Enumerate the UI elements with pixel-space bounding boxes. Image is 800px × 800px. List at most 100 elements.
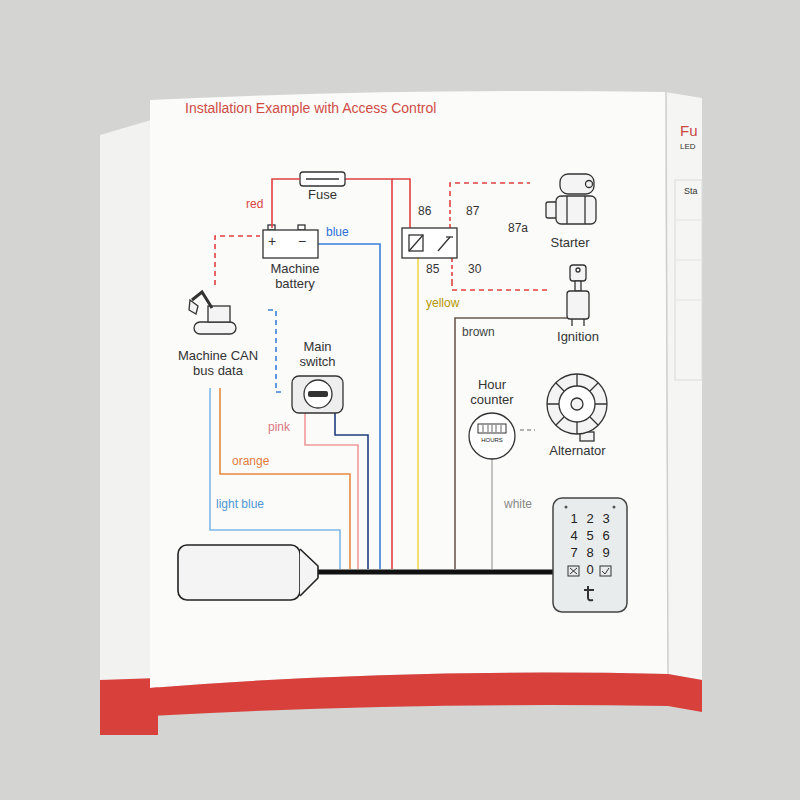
yellow-wire (417, 258, 419, 569)
battery-drawing (263, 225, 318, 258)
wire-connector (215, 236, 260, 285)
keypad-housing (553, 498, 627, 612)
red-band (668, 674, 702, 712)
cancel-key (568, 566, 579, 576)
red-wire (392, 179, 410, 228)
relay-stub (449, 205, 451, 228)
bucket (189, 300, 198, 314)
orange-wire (220, 388, 350, 569)
key-digit: 4 (566, 529, 582, 544)
relay-symbol: 868787a8530 (400, 205, 535, 281)
ignition-switch: Ignition (548, 262, 613, 348)
left-page (100, 118, 158, 735)
fuse-body (300, 172, 345, 186)
status-dot (613, 506, 616, 509)
cable (315, 570, 555, 575)
coil-mark (409, 235, 423, 251)
wire-color: yellow (426, 297, 459, 311)
fuse-drawing (300, 172, 345, 186)
ignition-drawing (567, 265, 589, 326)
wire-color: orange (232, 455, 269, 469)
can-bus-icon: Machine CAN bus data (168, 285, 268, 385)
wire-color: red (244, 198, 265, 212)
wire-color: pink (268, 421, 290, 435)
pulley (571, 398, 583, 410)
wire-connector (272, 179, 300, 228)
switch-housing (292, 376, 343, 413)
status-dot (565, 506, 568, 509)
part-label: Hour counter (464, 378, 520, 408)
key-head (570, 265, 586, 281)
tracker-body (178, 545, 300, 600)
switch-knob (304, 380, 332, 408)
starter-body (556, 196, 596, 224)
hour-counter: Hour counterHOURS (464, 378, 520, 464)
enter-key (600, 566, 611, 576)
next-page-text: LED (680, 142, 696, 151)
part-label: Fuse (295, 188, 350, 203)
relay-body (402, 228, 457, 258)
wire-color: blue (326, 226, 349, 240)
alternator: Alternator (535, 360, 620, 462)
pin-number: 87a (508, 222, 528, 236)
starter-solenoid (560, 174, 594, 194)
key-digit: 9 (598, 546, 614, 561)
white-wire (491, 459, 493, 569)
tracks (194, 322, 236, 334)
table-rule (675, 220, 702, 221)
keypad-drawing (553, 498, 627, 612)
part-label: Starter (530, 236, 610, 251)
key-digit: 7 (566, 546, 582, 561)
brochure (100, 91, 702, 735)
terminal (298, 225, 305, 230)
battery-body (263, 230, 318, 258)
cooling-fins (547, 374, 607, 434)
right-page (665, 92, 702, 680)
hour-counter-drawing (469, 413, 515, 459)
key-shaft (575, 281, 581, 291)
wire-connector (450, 183, 530, 205)
alternator-body (547, 374, 607, 434)
part-label: Machine CAN bus data (168, 349, 268, 379)
switch-pin (583, 319, 584, 326)
key-digit: 6 (598, 529, 614, 544)
counter-face (469, 413, 515, 459)
pin-number: 86 (418, 205, 431, 219)
starter-motor: Starter (530, 160, 610, 252)
next-page-text: Sta (684, 186, 698, 196)
key-digit: 2 (582, 512, 598, 527)
wire-connector (520, 429, 535, 431)
tracker-unit (178, 545, 555, 600)
switch-slot (308, 391, 328, 397)
diagram-title: Installation Example with Access Control (185, 100, 436, 116)
terminal (586, 181, 593, 188)
cancel-mark (570, 568, 577, 574)
next-page-heading: Fu (680, 122, 698, 139)
red-band (150, 673, 668, 716)
starter-rib (566, 196, 567, 224)
pin-number: 85 (426, 263, 439, 277)
pin-number: 30 (468, 263, 481, 277)
wire-color: brown (462, 326, 495, 340)
connectors (215, 179, 548, 430)
part-label: Ignition (543, 330, 613, 345)
switch-pin (571, 319, 572, 326)
wires (210, 179, 567, 569)
alternator-front (559, 386, 595, 422)
light-blue-wire (210, 388, 340, 569)
excavator-drawing (189, 292, 236, 334)
page-fold (666, 92, 668, 674)
table-rule (675, 260, 702, 261)
starter-rib (584, 196, 585, 224)
switch-body (567, 291, 589, 319)
part-label: Machine battery (260, 262, 330, 292)
key-hole (576, 268, 580, 272)
relay-coil (409, 235, 423, 251)
wire-color: white (504, 498, 532, 512)
alternator-drawing (547, 374, 607, 441)
key-digit: 1 (566, 512, 582, 527)
